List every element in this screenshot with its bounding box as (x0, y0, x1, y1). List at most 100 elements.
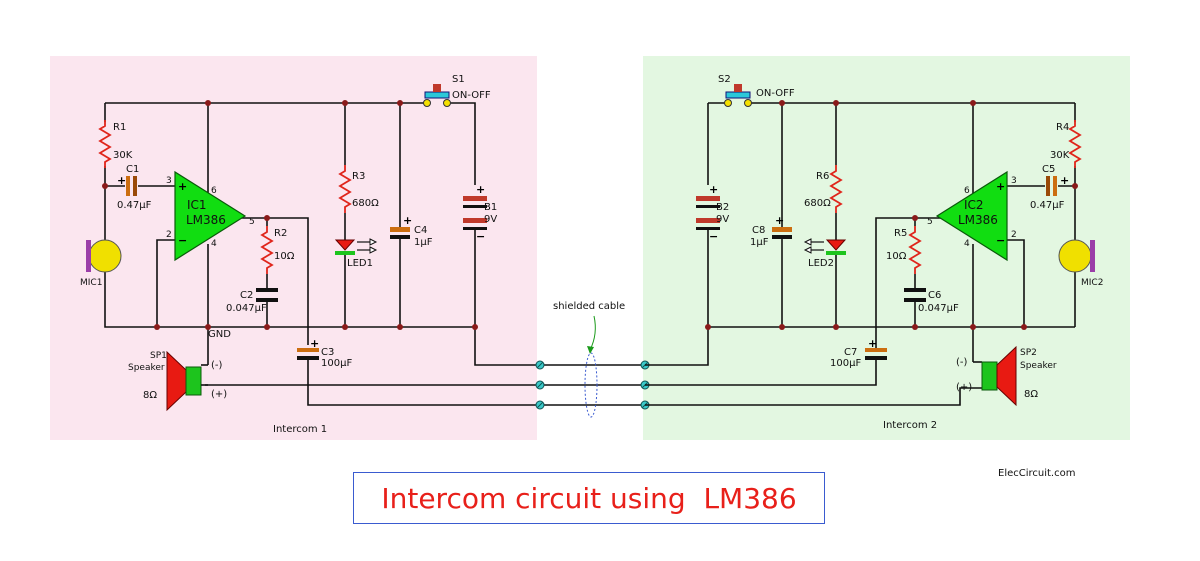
svg-text:+: + (1060, 174, 1069, 187)
r1-ref: R1 (113, 122, 126, 133)
speaker-sp1 (166, 350, 208, 412)
r6-ref: R6 (816, 171, 829, 182)
svg-text:−: − (709, 230, 718, 243)
battery-b2 (696, 196, 720, 230)
s1-ref: S1 (452, 74, 465, 85)
microphone-mic2 (1058, 239, 1095, 273)
panel-intercom-1 (50, 56, 537, 440)
intercom-1-junctions (102, 100, 478, 330)
sp2-ref: SP2 (1020, 348, 1037, 358)
ic1-part: LM386 (186, 213, 226, 227)
gnd-label: GND (208, 329, 231, 340)
r5-ref: R5 (894, 228, 907, 239)
b1-ref: B1 (484, 202, 497, 213)
c3-ref: C3 (321, 347, 334, 358)
sp1-impedance: 8Ω (143, 390, 157, 401)
svg-text:5: 5 (927, 217, 933, 227)
c3-value: 100μF (321, 358, 352, 369)
svg-text:5: 5 (249, 217, 255, 227)
r1-value: 30K (113, 150, 133, 161)
capacitor-c6 (904, 288, 926, 302)
c7-ref: C7 (844, 347, 857, 358)
svg-text:+: + (117, 174, 126, 187)
sp2-impedance: 8Ω (1024, 389, 1038, 400)
sp1-name: Speaker (128, 363, 165, 373)
sp2-neg: (-) (956, 357, 968, 368)
svg-text:3: 3 (166, 176, 172, 186)
c4-value: 1μF (414, 237, 433, 248)
switch-s2 (724, 84, 752, 107)
svg-text:2: 2 (1011, 230, 1017, 240)
svg-text:6: 6 (211, 186, 217, 196)
panel-intercom-2 (643, 56, 1130, 440)
shielded-cable (540, 315, 645, 418)
c2-ref: C2 (240, 290, 253, 301)
r3-value: 680Ω (352, 198, 379, 209)
sp1-pos: (+) (211, 389, 227, 400)
led1-ref: LED1 (347, 258, 373, 269)
c6-ref: C6 (928, 290, 941, 301)
speaker-sp2 (981, 345, 1017, 407)
r5-value: 10Ω (886, 251, 907, 262)
mic1-ref: MIC1 (80, 278, 102, 288)
svg-text:−: − (476, 230, 485, 243)
cable-label: shielded cable (553, 301, 625, 312)
intercom-2-junctions (705, 100, 1078, 330)
s1-label: ON-OFF (452, 90, 491, 101)
diagram-title: Intercom circuit using LM386 (353, 472, 825, 524)
c1-ref: C1 (126, 164, 139, 175)
intercom-1-label: Intercom 1 (273, 424, 327, 435)
svg-text:+: + (178, 180, 187, 193)
b2-value: 9V (716, 214, 729, 225)
svg-text:3: 3 (1011, 176, 1017, 186)
intercom-2-wiring (645, 102, 1076, 406)
s2-ref: S2 (718, 74, 731, 85)
svg-text:−: − (996, 234, 1005, 247)
svg-text:+: + (868, 337, 877, 350)
opamp-ic1 (174, 170, 247, 262)
opamp-ic2 (935, 170, 1008, 262)
r4-value: 30K (1050, 150, 1070, 161)
battery-b1 (463, 196, 487, 230)
r2-ref: R2 (274, 228, 287, 239)
ic2-part: LM386 (958, 213, 998, 227)
svg-text:4: 4 (964, 239, 970, 249)
c1-value: 0.47μF (117, 200, 152, 211)
intercom-1-wiring (104, 102, 540, 406)
r4-ref: R4 (1056, 122, 1069, 133)
r3-ref: R3 (352, 171, 365, 182)
sp2-pos: (+) (956, 382, 972, 393)
svg-text:+: + (996, 180, 1005, 193)
c8-value: 1μF (750, 237, 769, 248)
ic2-ref: IC2 (964, 198, 984, 212)
mic2-ref: MIC2 (1081, 278, 1103, 288)
svg-text:6: 6 (964, 186, 970, 196)
b1-value: 9V (484, 214, 497, 225)
capacitor-c4 (390, 227, 410, 239)
capacitor-c1 (126, 176, 137, 196)
svg-text:+: + (310, 337, 319, 350)
microphone-mic1 (86, 239, 122, 273)
svg-text:4: 4 (211, 239, 217, 249)
capacitor-c2 (256, 288, 278, 302)
svg-text:+: + (476, 183, 485, 196)
c2-value: 0.047μF (226, 303, 267, 314)
led-led2 (803, 238, 847, 255)
led-led1 (334, 238, 378, 255)
capacitor-c5 (1046, 176, 1057, 196)
c7-value: 100μF (830, 358, 861, 369)
r6-value: 680Ω (804, 198, 831, 209)
c5-ref: C5 (1042, 164, 1055, 175)
c5-value: 0.47μF (1030, 200, 1065, 211)
brand-label: ElecCircuit.com (998, 468, 1075, 479)
svg-text:+: + (403, 214, 412, 227)
ic1-ref: IC1 (187, 198, 207, 212)
b2-ref: B2 (716, 202, 729, 213)
capacitor-c7 (865, 348, 887, 360)
c8-ref: C8 (752, 225, 765, 236)
sp1-neg: (-) (211, 360, 223, 371)
svg-text:+: + (709, 183, 718, 196)
intercom-2-label: Intercom 2 (883, 420, 937, 431)
c6-value: 0.047μF (918, 303, 959, 314)
